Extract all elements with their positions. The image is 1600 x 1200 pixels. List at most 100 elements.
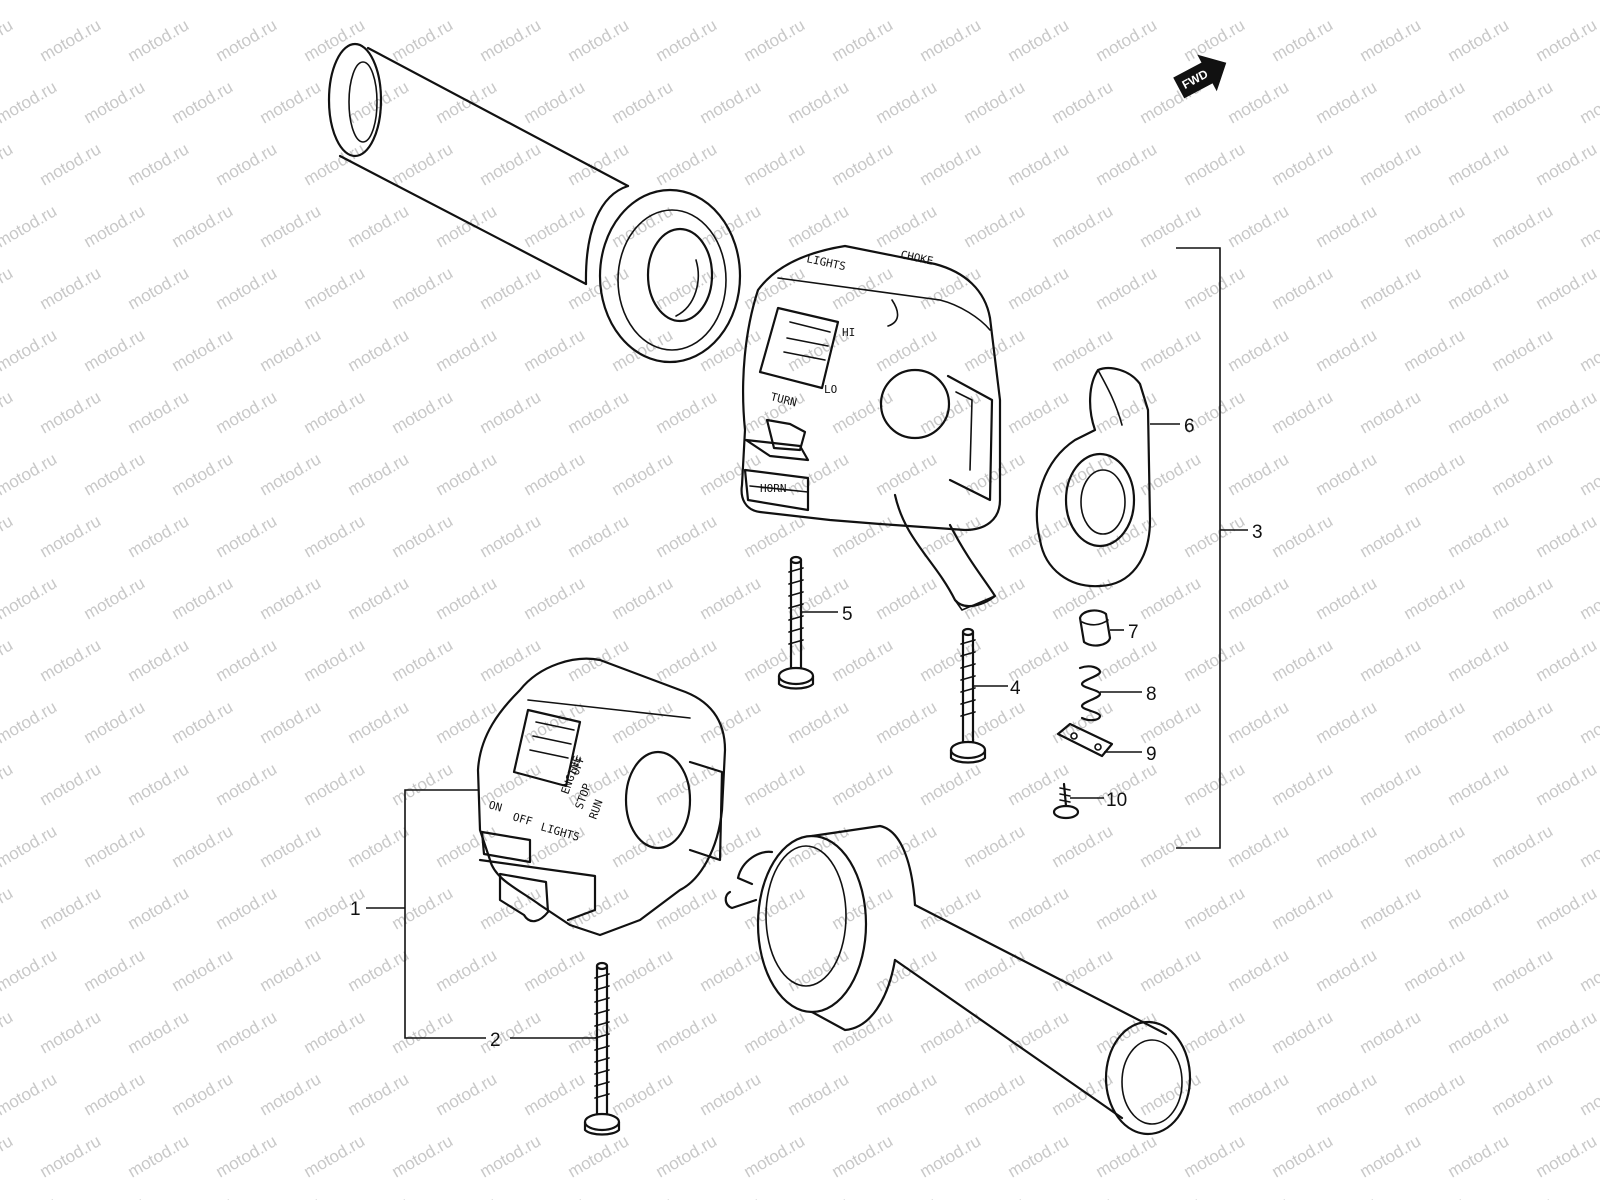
watermark-text: motod.ru	[1533, 635, 1600, 685]
watermark-text: motod.ru	[37, 1007, 105, 1057]
watermark-text: motod.ru	[521, 1193, 589, 1200]
watermark-text: motod.ru	[1489, 1193, 1557, 1200]
watermark-text: motod.ru	[213, 635, 281, 685]
watermark-text: motod.ru	[741, 1131, 809, 1181]
watermark-text: motod.ru	[257, 1069, 325, 1119]
watermark-text: motod.ru	[873, 697, 941, 747]
watermark-text: motod.ru	[1269, 139, 1337, 189]
watermark-text: motod.ru	[1137, 821, 1205, 871]
watermark-text: motod.ru	[1401, 1193, 1469, 1200]
watermark-text: motod.ru	[389, 1131, 457, 1181]
watermark-text: motod.ru	[697, 1069, 765, 1119]
watermark-text: motod.ru	[521, 0, 589, 3]
watermark-text: motod.ru	[345, 697, 413, 747]
watermark-text: motod.ru	[169, 697, 237, 747]
watermark-text: motod.ru	[1093, 883, 1161, 933]
watermark-text: motod.ru	[37, 15, 105, 65]
watermark-text: motod.ru	[917, 883, 985, 933]
watermark-text: motod.ru	[917, 139, 985, 189]
watermark-text: motod.ru	[213, 883, 281, 933]
watermark-text: motod.ru	[741, 511, 809, 561]
watermark-text: motod.ru	[1533, 139, 1600, 189]
watermark-text: motod.ru	[1445, 511, 1513, 561]
watermark-text: motod.ru	[1137, 1193, 1205, 1200]
watermark-text: motod.ru	[1357, 883, 1425, 933]
watermark-text: motod.ru	[257, 449, 325, 499]
watermark-text: motod.ru	[257, 201, 325, 251]
watermark-text: motod.ru	[301, 635, 369, 685]
watermark-text: motod.ru	[1049, 945, 1117, 995]
watermark-text: motod.ru	[389, 635, 457, 685]
watermark-text: motod.ru	[785, 1193, 853, 1200]
watermark-text: motod.ru	[389, 15, 457, 65]
watermark-text: motod.ru	[1533, 263, 1600, 313]
watermark-text: motod.ru	[257, 0, 325, 3]
watermark-text: motod.ru	[257, 697, 325, 747]
left-handlebar-switch-assembly: LIGHTS CHOKE HI LO TURN HORN	[740, 244, 1002, 611]
callout-4: 4	[1010, 678, 1021, 699]
watermark-text: motod.ru	[697, 449, 765, 499]
watermark-text: motod.ru	[125, 263, 193, 313]
watermark-text: motod.ru	[125, 15, 193, 65]
off2-label: OFF	[511, 810, 534, 828]
watermark-text: motod.ru	[0, 449, 60, 499]
watermark-text: motod.ru	[0, 201, 60, 251]
watermark-text: motod.ru	[169, 1193, 237, 1200]
watermark-text: motod.ru	[961, 0, 1029, 3]
watermark-text: motod.ru	[1445, 1007, 1513, 1057]
watermark-text: motod.ru	[1533, 759, 1600, 809]
watermark-text: motod.ru	[1489, 821, 1557, 871]
watermark-text: motod.ru	[1577, 945, 1600, 995]
watermark-text: motod.ru	[1489, 573, 1557, 623]
watermark-text: motod.ru	[0, 263, 16, 313]
watermark-text: motod.ru	[565, 1007, 633, 1057]
left-handlebar-grip	[327, 42, 742, 364]
watermark-text: motod.ru	[829, 759, 897, 809]
watermark-text: motod.ru	[301, 1131, 369, 1181]
watermark-text: motod.ru	[81, 821, 149, 871]
watermark-text: motod.ru	[1313, 325, 1381, 375]
watermark-text: motod.ru	[1577, 573, 1600, 623]
watermark-text: motod.ru	[917, 511, 985, 561]
watermark-text: motod.ru	[785, 449, 853, 499]
watermark-text: motod.ru	[785, 77, 853, 127]
watermark-text: motod.ru	[1269, 511, 1337, 561]
watermark-text: motod.ru	[1533, 387, 1600, 437]
watermark-text: motod.ru	[609, 77, 677, 127]
watermark-text: motod.ru	[0, 139, 16, 189]
watermark-text: motod.ru	[1357, 15, 1425, 65]
watermark-text: motod.ru	[829, 15, 897, 65]
watermark-text: motod.ru	[81, 0, 149, 3]
watermark-text: motod.ru	[1269, 15, 1337, 65]
watermark-text: motod.ru	[653, 1007, 721, 1057]
watermark-text: motod.ru	[1401, 821, 1469, 871]
watermark-text: motod.ru	[169, 325, 237, 375]
watermark-text: motod.ru	[1313, 697, 1381, 747]
watermark-text: motod.ru	[653, 635, 721, 685]
watermark-text: motod.ru	[741, 883, 809, 933]
watermark-text: motod.ru	[389, 759, 457, 809]
watermark-text: motod.ru	[257, 821, 325, 871]
watermark-text: motod.ru	[1313, 77, 1381, 127]
watermark-text: motod.ru	[257, 1193, 325, 1200]
watermark-text: motod.ru	[1445, 759, 1513, 809]
watermark-text: motod.ru	[389, 263, 457, 313]
callout-5: 5	[842, 604, 853, 625]
watermark-text: motod.ru	[1269, 883, 1337, 933]
watermark-text: motod.ru	[345, 449, 413, 499]
watermark-text: motod.ru	[37, 883, 105, 933]
watermark-text: motod.ru	[213, 1131, 281, 1181]
watermark-text: motod.ru	[521, 201, 589, 251]
watermark-text: motod.ru	[1489, 77, 1557, 127]
watermark-text: motod.ru	[829, 387, 897, 437]
watermark-text: motod.ru	[477, 15, 545, 65]
callout-2: 2	[490, 1030, 501, 1051]
watermark-text: motod.ru	[829, 139, 897, 189]
watermark-text: motod.ru	[1489, 1069, 1557, 1119]
watermark-text: motod.ru	[1181, 635, 1249, 685]
watermark-text: motod.ru	[697, 573, 765, 623]
watermark-text: motod.ru	[1577, 1193, 1600, 1200]
watermark-text: motod.ru	[1005, 387, 1073, 437]
watermark-text: motod.ru	[1577, 697, 1600, 747]
watermark-text: motod.ru	[433, 945, 501, 995]
